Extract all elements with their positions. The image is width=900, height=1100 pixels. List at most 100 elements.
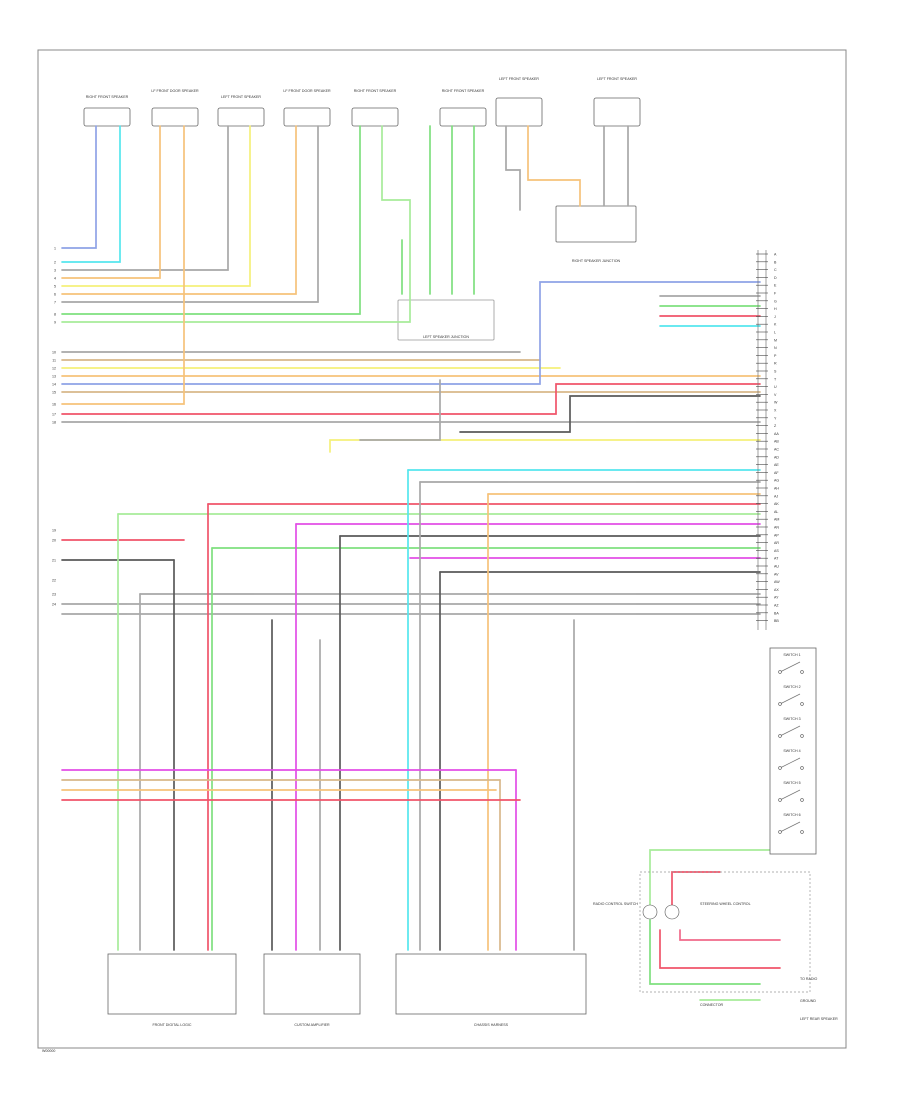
wire-yellow-1 xyxy=(61,125,251,287)
wire-orange-4 xyxy=(61,125,185,405)
switch-item: SWITCH 3 xyxy=(778,717,804,738)
harness-pin-right: AM xyxy=(774,518,779,522)
harness-pin-left: 7 xyxy=(54,301,56,305)
wire-blue-1 xyxy=(61,125,97,249)
harness-pin-right: AH xyxy=(774,487,779,491)
harness-pin-left: 5 xyxy=(54,285,56,289)
control-label: RADIO CONTROL SWITCH xyxy=(593,902,638,906)
component-label: CUSTOM AMPLIFIER xyxy=(294,1023,330,1027)
switch-bank xyxy=(769,647,817,855)
diagram-frame xyxy=(37,49,847,1049)
component-speaker-6: RIGHT FRONT SPEAKER xyxy=(439,89,487,127)
harness-pin-left: 15 xyxy=(52,391,56,395)
wire-orange-2 xyxy=(61,125,297,295)
component-label: RIGHT FRONT SPEAKER xyxy=(86,95,129,99)
wire-cyan-1 xyxy=(61,125,121,263)
component-label: RIGHT FRONT SPEAKER xyxy=(354,89,397,93)
junction-block-mid: LEFT SPEAKER JUNCTION xyxy=(397,299,495,341)
component-custom-amplifier: CUSTOM AMPLIFIER xyxy=(263,953,361,1027)
switch-label: SWITCH 2 xyxy=(783,685,800,689)
harness-pin-right: AJ xyxy=(774,494,778,498)
harness-pin-right: AW xyxy=(774,580,780,584)
harness-pin-right: AP xyxy=(774,533,779,537)
harness-pin-left: 1 xyxy=(54,247,56,251)
switch-group: SWITCH 1 SWITCH 2 SWITCH 3 SWITCH 4 SWITCH 5… xyxy=(778,653,804,834)
harness-pin-left: 13 xyxy=(52,375,56,379)
harness-pin-right: AY xyxy=(774,596,779,600)
harness-pin-right: AL xyxy=(774,510,778,514)
harness-pin-right: M xyxy=(774,338,777,342)
wire-yellow-3 xyxy=(329,439,761,453)
harness-pin-right: AK xyxy=(774,502,779,506)
wire-red-8 xyxy=(659,929,781,969)
harness-pin-right: AE xyxy=(774,463,779,467)
component-speaker-8: LEFT FRONT SPEAKER xyxy=(593,77,641,127)
harness-pin-right: B xyxy=(774,260,777,264)
wire-green-9 xyxy=(649,919,761,985)
switch-label: SWITCH 3 xyxy=(783,717,800,721)
switch-label: SWITCH 4 xyxy=(783,749,800,753)
harness-pin-right: H xyxy=(774,307,777,311)
harness-pin-right: T xyxy=(774,377,777,381)
harness-pin-right: G xyxy=(774,299,777,303)
switch-item: SWITCH 6 xyxy=(778,813,804,834)
component-label: LEFT FRONT SPEAKER xyxy=(597,77,637,81)
wire-gray-5 xyxy=(505,125,521,211)
harness-pin-left: 2 xyxy=(54,261,56,265)
component-label: RIGHT FRONT SPEAKER xyxy=(442,89,485,93)
switch-label: SWITCH 6 xyxy=(783,813,800,817)
component-speaker-5: RIGHT FRONT SPEAKER xyxy=(351,89,399,127)
component-speaker-7: LEFT FRONT SPEAKER xyxy=(495,77,543,127)
junction-label: LEFT SPEAKER JUNCTION xyxy=(423,335,469,339)
component-label: LEFT FRONT SPEAKER xyxy=(499,77,539,81)
wire-orange-1 xyxy=(61,125,161,279)
harness-pin-right: AU xyxy=(774,565,779,569)
harness-pin-left: 6 xyxy=(54,293,56,297)
harness-pin-right: X xyxy=(774,409,777,413)
harness-pin-right: AN xyxy=(774,526,779,530)
harness-pin-left: 4 xyxy=(54,277,56,281)
harness-pin-left: 24 xyxy=(52,603,56,607)
control-label: CONNECTOR xyxy=(700,1003,723,1007)
harness-pin-left: 23 xyxy=(52,593,56,597)
control-label: STEERING WHEEL CONTROL xyxy=(700,902,751,906)
harness-pin-right: L xyxy=(774,331,776,335)
wire-ltgreen-1 xyxy=(61,125,411,323)
wire-gray-2 xyxy=(61,125,319,303)
wire-blue-2 xyxy=(61,281,761,385)
switch-item: SWITCH 5 xyxy=(778,781,804,802)
harness-pin-right: AV xyxy=(774,572,779,576)
harness-pin-left: 14 xyxy=(52,383,56,387)
harness-pin-left: 12 xyxy=(52,367,56,371)
wire-gray-1 xyxy=(61,125,229,271)
harness-pin-right: BA xyxy=(774,611,779,615)
wire-layer xyxy=(61,125,801,1001)
harness-pin-right: AG xyxy=(774,479,779,483)
harness-pin-right: N xyxy=(774,346,777,350)
top-components: RIGHT FRONT SPEAKER LF FRONT DOOR SPEAKE… xyxy=(83,77,641,341)
harness-pin-right: AC xyxy=(774,448,779,452)
component-label: LF FRONT DOOR SPEAKER xyxy=(151,89,199,93)
control-label: LEFT REAR SPEAKER xyxy=(800,1017,838,1021)
wire-black-1 xyxy=(459,395,761,433)
harness-pin-left: 8 xyxy=(54,313,56,317)
harness-pin-right: AT xyxy=(774,557,779,561)
component-speaker-2: LF FRONT DOOR SPEAKER xyxy=(151,89,199,127)
harness-pin-right: J xyxy=(774,315,776,319)
harness-pin-left: 21 xyxy=(52,559,56,563)
harness-pin-right: R xyxy=(774,362,777,366)
harness-pin-right: AB xyxy=(774,440,779,444)
switch-item: SWITCH 1 xyxy=(778,653,804,674)
footer-code: W00000 xyxy=(42,1049,55,1053)
component-speaker-4: LF FRONT DOOR SPEAKER xyxy=(283,89,331,127)
right-pin-numbers: ABCDEFGHJKLMNPRSTUVWXYZAAABACADAEAFAGAHA… xyxy=(756,253,780,623)
switch-item: SWITCH 4 xyxy=(778,749,804,770)
harness-pin-left: 20 xyxy=(52,539,56,543)
harness-pin-left: 19 xyxy=(52,529,56,533)
harness-pin-right: D xyxy=(774,276,777,280)
harness-pin-right: Y xyxy=(774,416,777,420)
harness-pin-right: K xyxy=(774,323,777,327)
harness-pin-right: Z xyxy=(774,424,777,428)
